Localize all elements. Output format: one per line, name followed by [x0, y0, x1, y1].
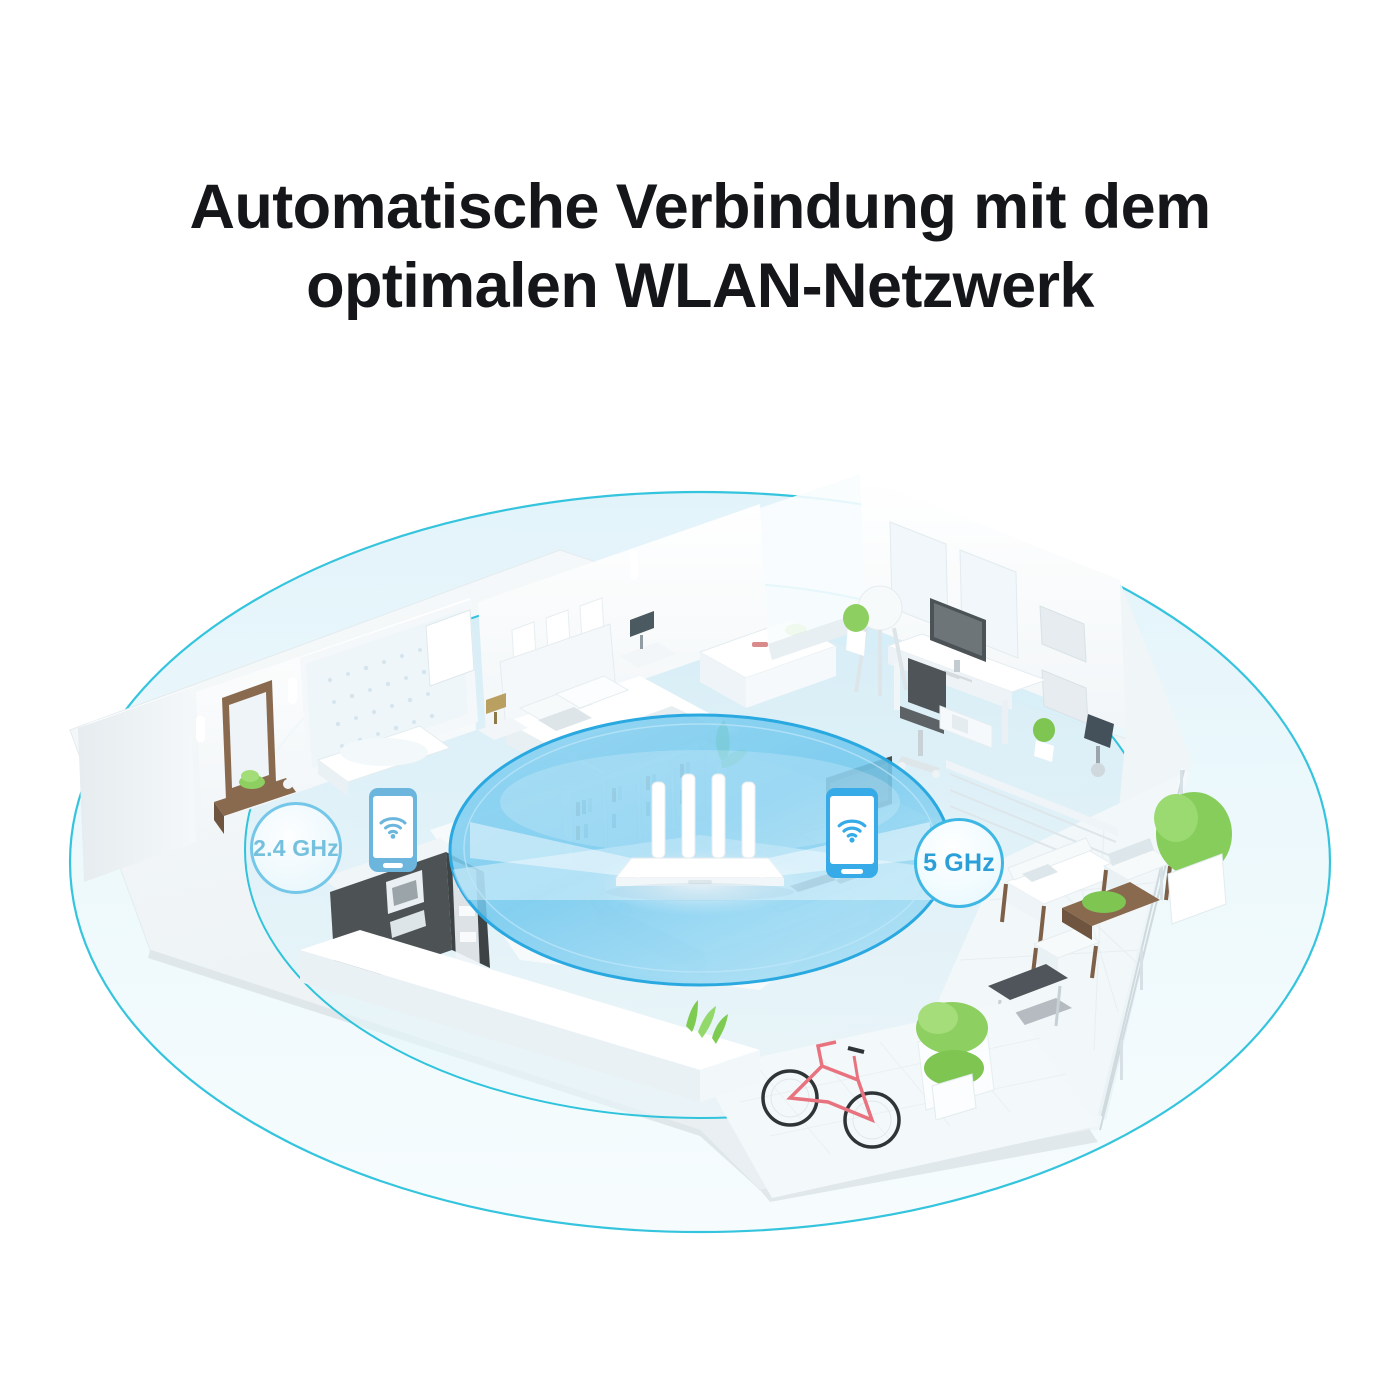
bathroom-area: [300, 600, 478, 796]
coffee-table: [1062, 882, 1160, 940]
terrace-furniture: [988, 792, 1232, 1043]
office-chair: [898, 658, 946, 778]
smartphone-left[interactable]: [369, 788, 417, 872]
wifi-icon: [837, 819, 867, 843]
bedside-lamp-left: [486, 693, 506, 724]
terrace-plant: [1154, 792, 1232, 925]
outdoor-sofa: [1000, 837, 1128, 945]
bicycle: [761, 1040, 901, 1149]
office-table-lamp: [1084, 714, 1114, 777]
page-title: Automatische Verbindung mit dem optimale…: [189, 172, 1211, 321]
badge-2-4ghz[interactable]: 2.4 GHz: [250, 802, 342, 894]
home-office-area: [843, 476, 1126, 778]
smartphone-left-screen: [373, 796, 413, 858]
wifi-icon: [379, 817, 407, 839]
badge-5ghz[interactable]: 5 GHz: [914, 818, 1004, 908]
desk-monitor: [930, 598, 986, 684]
badge-2-4ghz-label: 2.4 GHz: [253, 834, 339, 861]
floor-lamp: [854, 585, 908, 696]
smartphone-right-screen: [830, 796, 874, 864]
wifi-router: [592, 773, 808, 916]
office-plants: [843, 604, 1055, 762]
front-partition-wall: [300, 930, 760, 1102]
smartphone-right[interactable]: [826, 788, 878, 878]
smartphone-left-home-bar: [382, 863, 404, 868]
plant-shelf: [916, 1002, 995, 1121]
badge-overlay: 2.4 GHz: [0, 430, 1400, 1330]
lower-terrace: [700, 1002, 1098, 1198]
badge-5ghz-label: 5 GHz: [923, 848, 995, 877]
bedside-lamp-right: [630, 611, 654, 649]
wifi-coverage-illustration: 2.4 GHz: [0, 430, 1400, 1330]
smartphone-right-home-bar: [841, 869, 863, 874]
hallway-mirror: [222, 680, 276, 800]
headline-container: Automatische Verbindung mit dem optimale…: [0, 168, 1400, 326]
indoor-grass: [686, 1000, 728, 1044]
floorplan-scene: [68, 474, 1332, 1234]
